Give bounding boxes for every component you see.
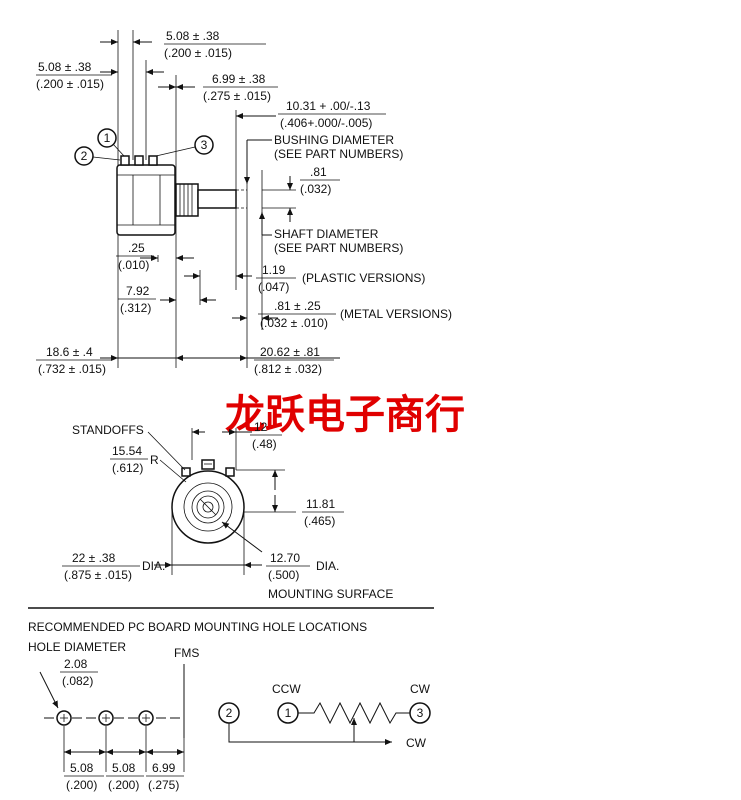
dim-value: 1.19 (262, 263, 286, 277)
dim-value: (.275 ± .015) (203, 89, 271, 103)
pin-label: 2 (81, 149, 88, 163)
wiring-schematic: CCW CW 1 2 3 CW (218, 682, 431, 750)
terminal-label: 2 (226, 706, 233, 720)
dim-value: 5.08 ± .38 (38, 60, 92, 74)
dim-value: 6.99 (152, 761, 176, 775)
dim-value: (.500) (268, 568, 299, 582)
resistor-symbol (298, 701, 410, 725)
pin-label: 1 (104, 131, 111, 145)
note-line: BUSHING DIAMETER (274, 133, 394, 147)
dim-value: .25 (128, 241, 145, 255)
dim-value: 22 ± .38 (72, 551, 116, 565)
note-line: (PLASTIC VERSIONS) (302, 271, 425, 285)
dim-value: (.010) (118, 258, 149, 272)
dim-value: (.48) (252, 437, 277, 451)
dim-value: (.082) (62, 674, 93, 688)
front-view-labels: STANDOFFS 15.54 (.612) R 12 (.48) 11.81 … (62, 420, 393, 601)
dim-value: (.465) (304, 514, 335, 528)
dim-value: (.200) (66, 778, 97, 792)
standoffs-label: STANDOFFS (72, 423, 144, 437)
pin-label: 3 (201, 138, 208, 152)
dim-value: (.032) (300, 182, 331, 196)
pin-3-callout (194, 135, 214, 155)
pcb-title: RECOMMENDED PC BOARD MOUNTING HOLE LOCAT… (28, 620, 367, 634)
dim-value: (.406+.000/-.005) (280, 116, 372, 130)
dim-value: (.312) (120, 301, 151, 315)
mounting-surface-label: MOUNTING SURFACE (268, 587, 393, 601)
note-line: (METAL VERSIONS) (340, 307, 452, 321)
note-line: (SEE PART NUMBERS) (274, 241, 403, 255)
dim-value: 2.08 (64, 657, 88, 671)
dim-value: 5.08 (70, 761, 94, 775)
ccw-label: CCW (272, 682, 301, 696)
dim-value: 10.31 + .00/-.13 (286, 99, 371, 113)
dim-value: (.032 ± .010) (260, 316, 328, 330)
dim-value: .81 (310, 165, 327, 179)
fms-label: FMS (174, 646, 199, 660)
dim-value: (.275) (148, 778, 179, 792)
dim-value: 12.70 (270, 551, 300, 565)
dim-value: 20.62 ± .81 (260, 345, 320, 359)
cw-arrow-label: CW (406, 736, 427, 750)
dim-value: 5.08 (112, 761, 136, 775)
dia-suffix: DIA. (316, 559, 339, 573)
dim-value: 7.92 (126, 284, 150, 298)
dim-value: (.200 ± .015) (36, 77, 104, 91)
terminal-label: 1 (285, 706, 292, 720)
dim-value: (.200 ± .015) (164, 46, 232, 60)
dim-value: (.875 ± .015) (64, 568, 132, 582)
dim-value: 6.99 ± .38 (212, 72, 266, 86)
dia-suffix: DIA. (142, 559, 165, 573)
watermark-text: 龙跃电子商行 (225, 392, 465, 438)
hole-diameter-label: HOLE DIAMETER (28, 640, 126, 654)
dim-value: (.047) (258, 280, 289, 294)
dim-value: (.200) (108, 778, 139, 792)
note-line: SHAFT DIAMETER (274, 227, 379, 241)
pcb-hole-layout: RECOMMENDED PC BOARD MOUNTING HOLE LOCAT… (28, 620, 367, 792)
dim-value: 12 (254, 420, 268, 434)
dim-value: (.612) (112, 461, 143, 475)
side-view-labels: 5.08 ± .38 (.200 ± .015) 5.08 ± .38 (.20… (36, 29, 452, 376)
dim-value: 15.54 (112, 444, 142, 458)
terminal-label: 3 (417, 706, 424, 720)
radius-symbol: R (150, 453, 159, 467)
side-view (74, 30, 340, 368)
dim-value: (.812 ± .032) (254, 362, 322, 376)
pin-1-callout (97, 128, 117, 148)
dim-value: 18.6 ± .4 (46, 345, 93, 359)
front-view (147, 428, 296, 575)
dim-value: .81 ± .25 (274, 299, 321, 313)
dim-value: (.732 ± .015) (38, 362, 106, 376)
dim-value: 11.81 (306, 497, 335, 511)
note-line: (SEE PART NUMBERS) (274, 147, 403, 161)
cw-label: CW (410, 682, 431, 696)
dim-value: 5.08 ± .38 (166, 29, 220, 43)
pin-2-callout (74, 146, 94, 166)
